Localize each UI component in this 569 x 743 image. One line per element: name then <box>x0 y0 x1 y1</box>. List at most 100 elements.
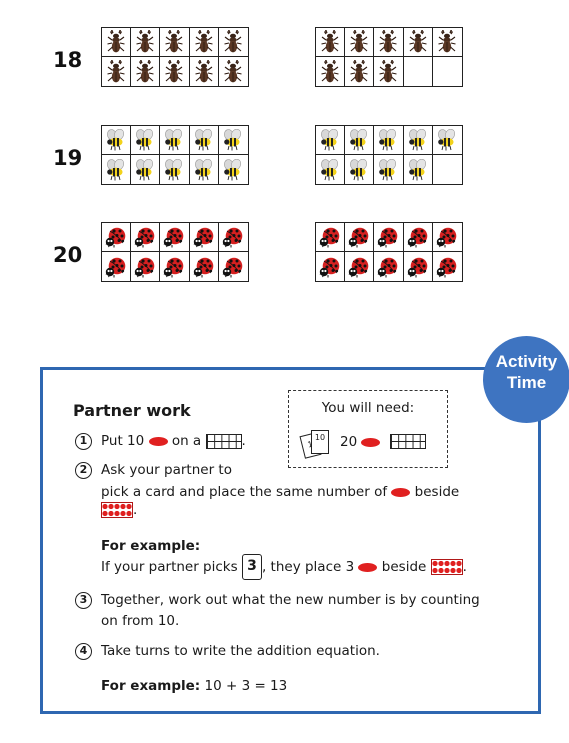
you-will-need-label: You will need: <box>321 400 415 416</box>
filled-cell <box>102 126 132 155</box>
filled-cell <box>432 28 462 57</box>
filled-cell <box>316 57 346 86</box>
card-front: 10 <box>311 430 329 454</box>
example-label: For example: <box>101 538 201 554</box>
example-part-b: , they place 3 <box>261 559 355 575</box>
filled-cell <box>160 223 190 252</box>
row-label-19: 19 <box>53 146 83 170</box>
filled-cell <box>189 28 219 57</box>
you-will-need-box: You will need: 1 10 20 <box>288 390 448 468</box>
filled-cell <box>433 252 462 281</box>
ten-frame <box>315 222 463 282</box>
number-card-3: 3 <box>241 554 262 580</box>
badge-line-2: Time <box>506 373 547 392</box>
filled-cell <box>345 126 375 155</box>
step-2-part-b: beside <box>414 484 460 500</box>
step-4-number: 4 <box>75 643 92 660</box>
step-4-text: Take turns to write the addition equatio… <box>101 643 380 659</box>
filled-cell <box>190 252 219 281</box>
step-1-part-a: Put 10 <box>101 433 145 449</box>
filled-cell <box>102 28 132 57</box>
filled-cell <box>219 155 248 184</box>
filled-cell <box>316 126 346 155</box>
step-3-line-1: Together, work out what the new number i… <box>101 592 480 608</box>
filled-cell <box>374 155 404 184</box>
filled-cell <box>131 223 161 252</box>
ten-frame <box>101 125 249 185</box>
empty-cell <box>433 57 462 86</box>
final-equation: 10 + 3 = 13 <box>204 678 288 694</box>
filled-cell <box>160 155 190 184</box>
step-2-end: . <box>133 502 138 518</box>
example-line: If your partner picks 3, they place 3 be… <box>101 554 467 580</box>
empty-cell <box>404 57 433 86</box>
filled-cell <box>219 252 248 281</box>
activity-time-badge: Activity Time <box>483 336 569 423</box>
step-1-part-b: on a <box>171 433 202 449</box>
filled-cell <box>404 155 433 184</box>
filled-cell <box>345 252 375 281</box>
example-part-a: If your partner picks <box>101 559 238 575</box>
filled-cell <box>219 57 248 86</box>
filled-cell <box>316 28 346 57</box>
filled-cell <box>374 223 404 252</box>
ten-frame <box>315 125 463 185</box>
filled-cell <box>403 126 433 155</box>
badge-line-1: Activity <box>495 352 558 371</box>
filled-cell <box>374 28 404 57</box>
filled-cell <box>432 223 462 252</box>
filled-cell <box>131 28 161 57</box>
example-end: . <box>462 559 467 575</box>
filled-cell <box>345 28 375 57</box>
red-counter-icon <box>361 438 380 447</box>
activity-panel <box>40 367 541 714</box>
filled-cell <box>374 252 404 281</box>
filled-cell <box>190 155 219 184</box>
partner-work-heading: Partner work <box>73 401 191 420</box>
filled-cell <box>403 223 433 252</box>
full-ten-frame-icon <box>101 502 133 518</box>
filled-cell <box>102 57 132 86</box>
final-example-label: For example: <box>101 678 201 694</box>
filled-cell <box>160 252 190 281</box>
final-example: For example: 10 + 3 = 13 <box>101 678 287 694</box>
step-2-line-3: . <box>101 502 137 518</box>
full-ten-frame-icon <box>430 559 463 575</box>
empty-cell <box>433 155 462 184</box>
filled-cell <box>131 252 161 281</box>
step-1-part-c: . <box>241 433 246 449</box>
red-counter-icon <box>148 436 168 446</box>
step-2-part-a: pick a card and place the same number of <box>101 484 388 500</box>
filled-cell <box>404 252 433 281</box>
example-part-c: beside <box>381 559 427 575</box>
filled-cell <box>316 155 346 184</box>
number-cards-icon: 1 10 <box>299 429 334 459</box>
need-number: 20 <box>340 434 358 450</box>
filled-cell <box>403 28 433 57</box>
step-1-text: Put 10 on a . <box>101 433 246 449</box>
filled-cell <box>102 223 132 252</box>
filled-cell <box>131 126 161 155</box>
filled-cell <box>189 126 219 155</box>
filled-cell <box>160 28 190 57</box>
row-label-20: 20 <box>53 243 83 267</box>
red-counter-icon <box>358 562 378 572</box>
filled-cell <box>316 252 346 281</box>
filled-cell <box>160 57 190 86</box>
filled-cell <box>131 155 161 184</box>
filled-cell <box>374 57 404 86</box>
ten-frame-icon <box>205 433 242 449</box>
filled-cell <box>102 155 132 184</box>
step-3-number: 3 <box>75 592 92 609</box>
filled-cell <box>131 57 161 86</box>
filled-cell <box>345 155 375 184</box>
ten-frame <box>101 222 249 282</box>
filled-cell <box>432 126 462 155</box>
red-counter-icon <box>391 487 411 497</box>
filled-cell <box>189 223 219 252</box>
filled-cell <box>218 28 248 57</box>
step-2-number: 2 <box>75 462 92 479</box>
row-label-18: 18 <box>53 48 83 72</box>
filled-cell <box>316 223 346 252</box>
filled-cell <box>190 57 219 86</box>
